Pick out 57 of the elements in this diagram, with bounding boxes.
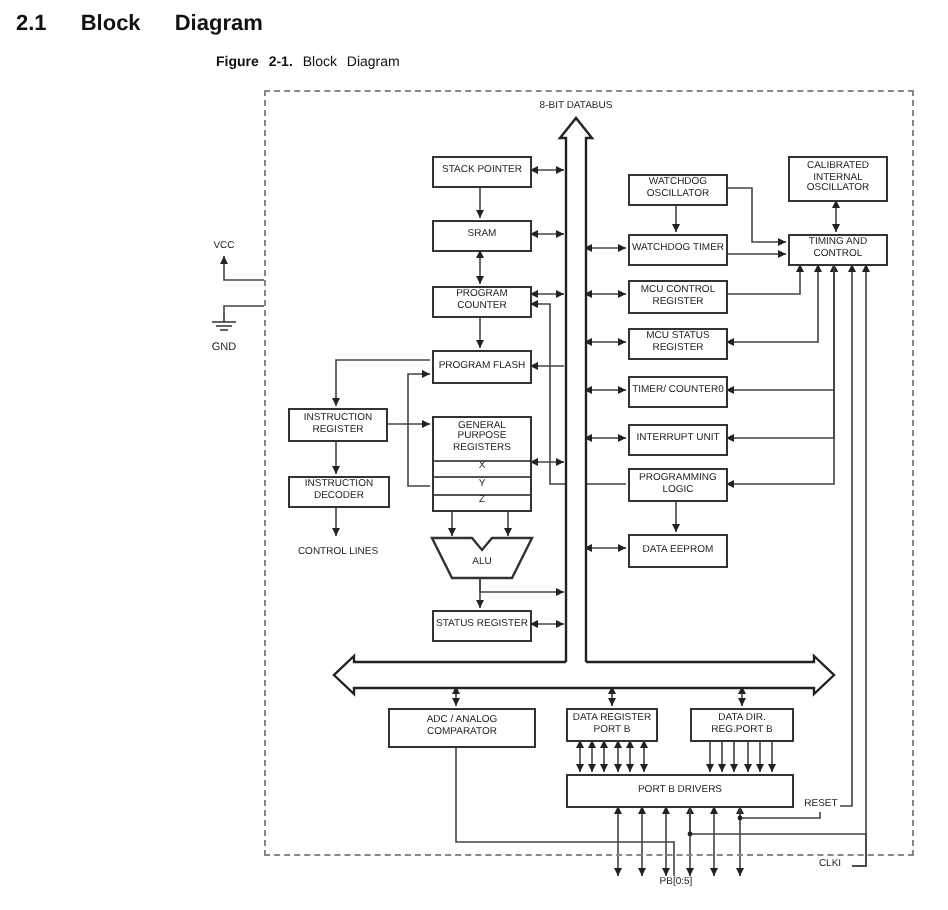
connector-arrow bbox=[476, 575, 484, 609]
connector-arrow bbox=[583, 434, 627, 442]
connector-arrow bbox=[332, 439, 340, 475]
connector-arrow bbox=[725, 263, 838, 442]
connector-arrow bbox=[504, 509, 512, 537]
connector-arrow bbox=[725, 250, 787, 258]
connector-arrow bbox=[662, 805, 670, 877]
connector-arrow bbox=[725, 187, 787, 246]
connector-arrow bbox=[476, 185, 484, 219]
connector-arrow bbox=[756, 739, 764, 773]
connector-arrow bbox=[448, 509, 456, 537]
chip-boundary bbox=[264, 90, 914, 856]
connector-arrow bbox=[529, 166, 565, 174]
connector-arrow bbox=[725, 263, 835, 488]
connector-arrow bbox=[718, 739, 726, 773]
connector-arrow bbox=[529, 230, 565, 238]
section-heading: 2.1 Block Diagram bbox=[16, 12, 263, 36]
connector-arrow bbox=[744, 739, 752, 773]
connector-arrow bbox=[583, 386, 627, 394]
connector-arrow bbox=[614, 805, 622, 877]
connector-arrow bbox=[638, 805, 646, 877]
connector-arrow bbox=[220, 255, 265, 281]
connector-arrow bbox=[588, 739, 596, 773]
connector-arrow bbox=[600, 739, 608, 773]
connector-arrow bbox=[476, 315, 484, 349]
connector-arrow bbox=[710, 805, 718, 877]
connector-arrow bbox=[583, 338, 627, 346]
connector-arrow bbox=[529, 362, 565, 370]
connector-arrow bbox=[407, 370, 431, 487]
connector-arrow bbox=[529, 458, 565, 466]
connector-arrow bbox=[768, 739, 776, 773]
connector-arrow bbox=[583, 244, 627, 252]
connector-arrow bbox=[576, 739, 584, 773]
connector-arrow bbox=[640, 739, 648, 773]
connector-arrow bbox=[686, 805, 694, 877]
data-bus-bar bbox=[560, 118, 592, 656]
connector-arrow bbox=[725, 263, 804, 295]
connector-arrow bbox=[614, 739, 622, 773]
connector-arrow bbox=[706, 739, 714, 773]
connector-arrow bbox=[839, 263, 856, 807]
connector-arrow bbox=[832, 199, 840, 233]
connector-arrow bbox=[725, 263, 822, 346]
connector-arrow bbox=[583, 290, 627, 298]
data-bus-bar bbox=[334, 656, 834, 694]
connector-arrow bbox=[730, 739, 738, 773]
connector-arrow bbox=[529, 290, 565, 298]
connector-arrow bbox=[529, 620, 565, 628]
connector-arrow bbox=[476, 249, 484, 285]
connector-arrow bbox=[385, 420, 431, 428]
connector-arrow bbox=[626, 739, 634, 773]
connector-arrow bbox=[332, 359, 431, 407]
connector-arrow bbox=[736, 805, 744, 877]
connector-arrow bbox=[672, 499, 680, 533]
connector-arrow bbox=[332, 505, 340, 537]
connector-arrow bbox=[583, 544, 627, 552]
connector-arrow bbox=[529, 300, 627, 485]
connector-arrow bbox=[672, 203, 680, 233]
